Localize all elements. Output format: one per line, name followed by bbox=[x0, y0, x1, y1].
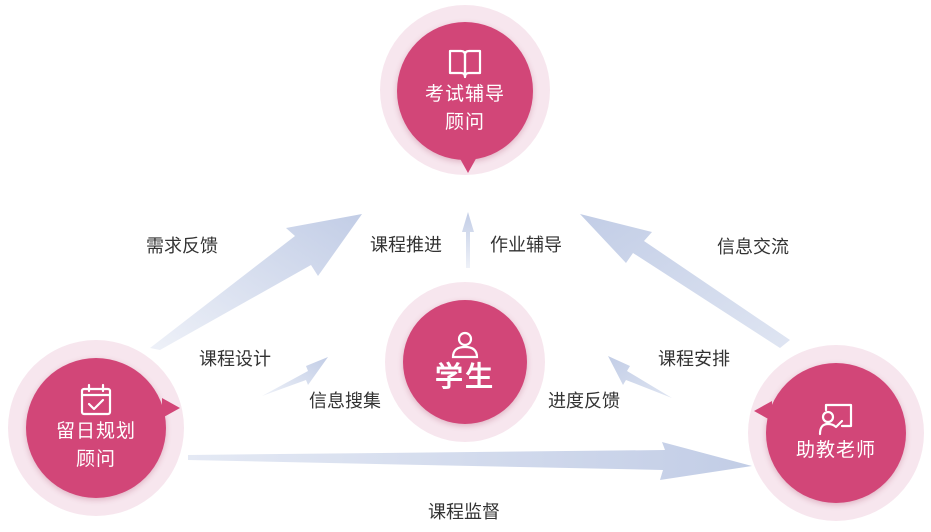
exam-advisor-pointer bbox=[458, 155, 478, 173]
planning-advisor-node: 留日规划 顾问 bbox=[8, 340, 184, 516]
teaching-assistant-title: 助教老师 bbox=[795, 439, 876, 461]
arrow-exam-student bbox=[462, 212, 474, 268]
exam-advisor-node: 考试辅导 顾问 bbox=[380, 5, 550, 175]
label-homework-tutoring: 作业辅导 bbox=[490, 235, 562, 256]
teaching-assistant-pointer bbox=[754, 401, 772, 421]
label-progress-feedback: 进度反馈 bbox=[548, 391, 620, 412]
exam-advisor-title: 考试辅导 bbox=[424, 83, 505, 105]
label-course-arrangement: 课程安排 bbox=[658, 349, 730, 370]
student-node: 学生 bbox=[385, 282, 545, 442]
label-info-collection: 信息搜集 bbox=[309, 391, 381, 412]
label-demand-feedback: 需求反馈 bbox=[146, 236, 218, 257]
planning-advisor-core: 留日规划 顾问 bbox=[26, 358, 166, 498]
user-icon bbox=[450, 330, 480, 360]
label-info-exchange: 信息交流 bbox=[717, 237, 789, 258]
label-course-design: 课程设计 bbox=[199, 349, 271, 370]
exam-advisor-core: 考试辅导 顾问 bbox=[397, 22, 533, 160]
label-course-progress: 课程推进 bbox=[370, 235, 442, 256]
teaching-assistant-core: 助教老师 bbox=[766, 363, 906, 503]
student-title: 学生 bbox=[434, 360, 495, 393]
exam-advisor-subtitle: 顾问 bbox=[444, 111, 485, 133]
open-book-icon bbox=[447, 48, 483, 80]
arrow-student-to-plan bbox=[262, 357, 328, 396]
planning-advisor-subtitle: 顾问 bbox=[75, 448, 116, 470]
arrow-student-to-assist bbox=[608, 356, 672, 398]
calendar-check-icon bbox=[79, 383, 113, 417]
arrow-plan-to-exam bbox=[150, 214, 362, 350]
teacher-board-icon bbox=[818, 402, 854, 436]
teaching-assistant-node: 助教老师 bbox=[748, 345, 924, 521]
label-course-supervision: 课程监督 bbox=[428, 502, 500, 523]
planning-advisor-pointer bbox=[162, 398, 180, 418]
student-core: 学生 bbox=[403, 300, 527, 424]
arrow-exam-to-assist bbox=[580, 214, 790, 348]
arrow-plan-to-assist bbox=[188, 442, 752, 480]
planning-advisor-title: 留日规划 bbox=[55, 420, 136, 442]
